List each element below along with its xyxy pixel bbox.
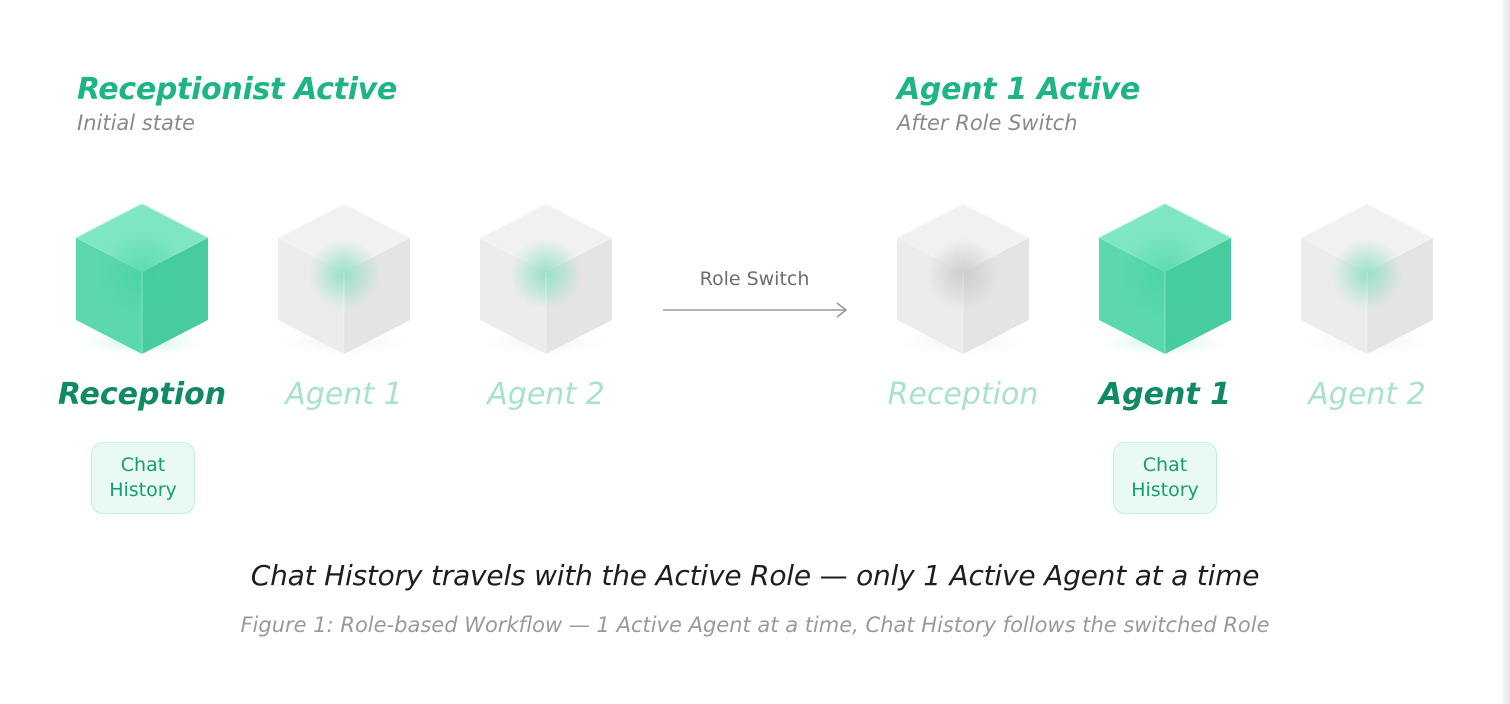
arrow-right-icon <box>663 302 848 318</box>
chat-history-badge-label: Chat History <box>1131 454 1199 501</box>
role-label-reception: Reception <box>887 377 1039 412</box>
chat-history-badge: Chat History <box>1113 442 1217 514</box>
role-label-agent-1: Agent 1 <box>1098 377 1232 412</box>
right-panel-title: Agent 1 Active <box>897 72 1140 107</box>
right-panel-subtitle: After Role Switch <box>897 111 1078 135</box>
reception-cube-icon <box>70 200 214 360</box>
right-edge-strip <box>1503 0 1510 704</box>
figure-note: Figure 1: Role-based Workflow — 1 Active… <box>240 613 1270 637</box>
left-panel-subtitle: Initial state <box>77 111 195 135</box>
role-label-reception: Reception <box>57 377 227 412</box>
role-label-agent-2: Agent 2 <box>487 377 605 412</box>
role-label-agent-1: Agent 1 <box>285 377 403 412</box>
agent-2-cube-icon <box>474 200 618 360</box>
chat-history-badge-label: Chat History <box>109 454 177 501</box>
left-panel-title: Receptionist Active <box>77 72 397 107</box>
role-switch-label: Role Switch <box>699 268 810 290</box>
agent-2-cube-icon <box>1295 200 1439 360</box>
reception-cube-icon <box>891 200 1035 360</box>
role-label-agent-2: Agent 2 <box>1308 377 1426 412</box>
chat-history-badge: Chat History <box>91 442 195 514</box>
diagram-caption: Chat History travels with the Active Rol… <box>250 559 1260 592</box>
agent-1-cube-icon <box>1093 200 1237 360</box>
agent-1-cube-icon <box>272 200 416 360</box>
